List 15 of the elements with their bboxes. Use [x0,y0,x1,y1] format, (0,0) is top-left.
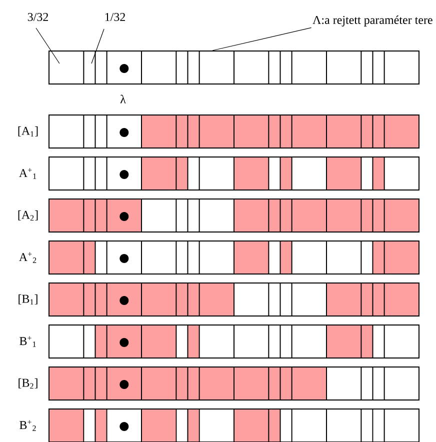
row-label: A$^{+}$2 [19,252,36,263]
row-label: A$^{+}$1 [19,168,36,179]
measure-label: 3/32 [28,12,48,22]
symbol-label: λ [120,94,126,104]
row-label: B$^{+}$1 [20,336,36,347]
measure-label: 1/32 [105,12,125,22]
measure-label: Λ:a rejtett paraméter tere [312,16,432,26]
leader-line [212,27,312,51]
row-label: [B$_{1}$] [18,294,38,305]
leader-line [36,28,60,64]
row-label: B$^{+}$2 [20,420,36,431]
row-label: [A$_{1}$] [18,126,38,137]
row-label: [A$_{2}$] [18,210,38,221]
row-label: [B$_{2}$] [18,378,38,389]
leader-line [91,28,104,64]
